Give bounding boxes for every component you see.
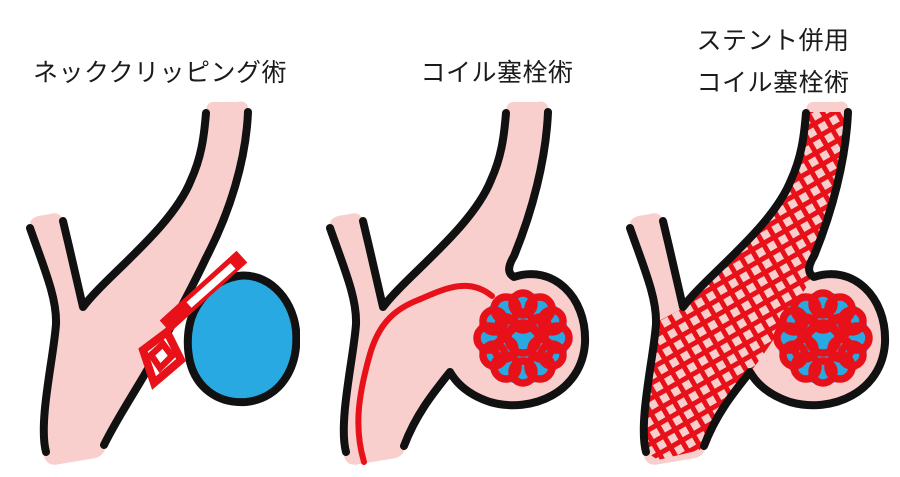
vessel-wall-inner — [359, 109, 510, 311]
coil-loops — [773, 289, 873, 387]
vessel-wall-left — [26, 224, 61, 456]
aneurysm-clip — [138, 250, 248, 390]
vessel-body — [29, 101, 249, 465]
vessel-wall-outer-with-sac — [700, 108, 890, 450]
clip-bar-core — [186, 263, 236, 308]
panel-stent-coil-embolization: ステント併用 コイル塞栓術 — [600, 0, 900, 477]
catheter — [355, 282, 495, 465]
panel-neck-clipping: ネッククリッピング術 — [0, 0, 300, 477]
illustration-neck-clipping — [26, 101, 300, 465]
coil-loops — [473, 289, 573, 387]
coil-mass — [773, 289, 873, 387]
stent-mesh — [643, 112, 849, 460]
clip-spring-inner — [146, 339, 177, 374]
vessel-wall-inner — [59, 109, 210, 311]
coil-mass — [473, 289, 573, 387]
illustration-stent-coil-embolization — [626, 101, 890, 465]
panel-title-coil-embolization: コイル塞栓術 — [420, 58, 574, 87]
vessel-wall-left — [626, 224, 661, 456]
panel-title-stent-line1: ステント併用 — [696, 26, 850, 55]
illustration-coil-embolization — [326, 101, 590, 465]
panel-title-stent-line2: コイル塞栓術 — [696, 68, 850, 97]
vessel-wall-inner — [659, 109, 810, 311]
vessel-wall-left — [326, 224, 361, 456]
vessel-wall-outer-with-sac — [400, 108, 590, 450]
panel-title-neck-clipping: ネッククリッピング術 — [32, 58, 287, 87]
panel-coil-embolization: コイル塞栓術 — [300, 0, 600, 477]
